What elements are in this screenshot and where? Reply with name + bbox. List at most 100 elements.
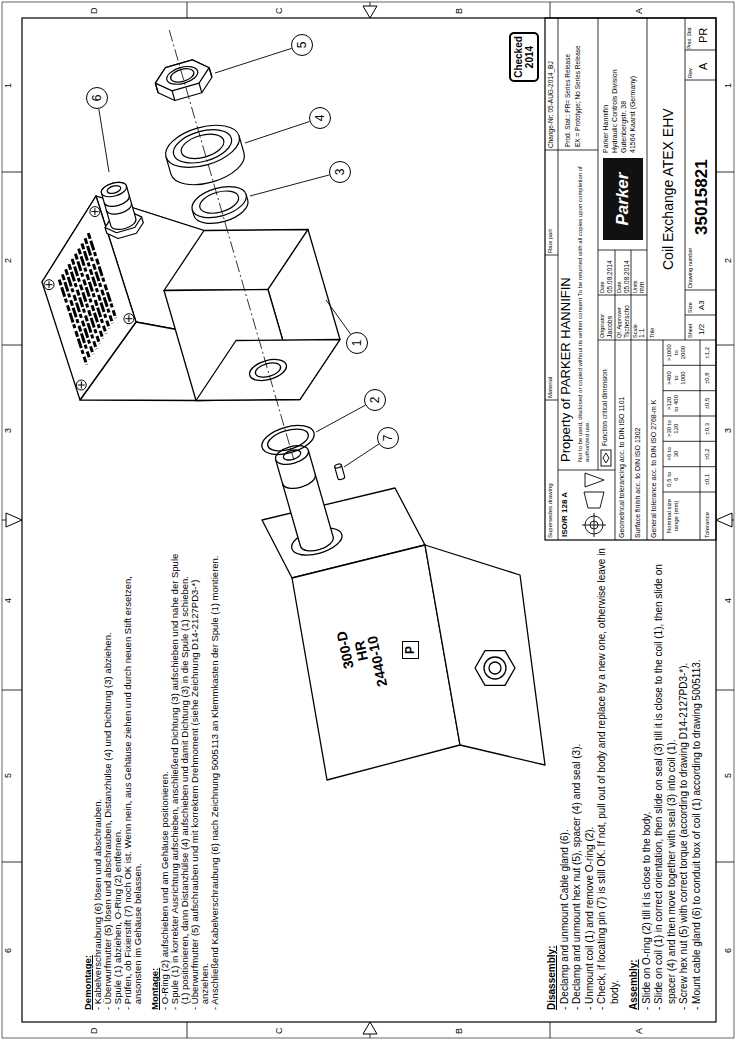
screw	[125, 315, 132, 322]
valve-body	[484, 657, 506, 679]
instruction-step: - Mount cable gland (6) to conduit box o…	[691, 545, 704, 1010]
instruction-step: - Slide on coil (1) in correct orientati…	[653, 545, 678, 1010]
zone-letter: D	[89, 8, 99, 15]
cable-gland	[106, 184, 121, 195]
title-block-value: 1:1	[638, 328, 646, 338]
title-block-line	[545, 18, 716, 540]
spacer	[161, 118, 245, 175]
locating-pin	[334, 463, 342, 468]
title-block-value: 05.08.2014	[623, 260, 630, 293]
title-block-caption: Drawing number	[687, 248, 693, 288]
drawing-frame	[6, 513, 22, 527]
projection-symbol	[582, 492, 606, 537]
drawing-title: Coil Exchange ATEX EHV	[660, 108, 676, 270]
instruction-step: - Slide on O-ring (2) till it is close t…	[641, 545, 654, 1010]
coil	[247, 356, 289, 385]
company-address: Hydraulic Controls Division	[611, 69, 619, 153]
zone-number: 4	[723, 598, 733, 603]
title-block-caption: Qf. Approver	[616, 307, 622, 338]
node-text: P	[403, 646, 417, 654]
change-number: Change-Nr: 05-AUG-2014_BJ	[547, 61, 554, 148]
armature-tube	[283, 474, 318, 492]
title-block-caption: Units	[632, 280, 638, 293]
node-text: 7	[382, 435, 394, 442]
title-block-value: Jacobs	[606, 316, 614, 338]
callout-number: 6	[86, 87, 108, 109]
screw	[124, 314, 134, 324]
instruction-step: - Check, if locating pin (7) is still OK…	[596, 545, 621, 1010]
leader-line	[99, 48, 379, 467]
callout-number: 2	[364, 389, 386, 411]
legal-notice: Not to be used, disclosed or copied with…	[577, 157, 591, 462]
zone-number: 1	[723, 83, 733, 88]
table-cell: >400 to 1000	[666, 369, 687, 387]
title-block-value: A3	[697, 300, 706, 310]
zone-number: 5	[3, 773, 13, 778]
title-block-caption: Title	[649, 328, 655, 338]
check-stamp: Checked 2014	[509, 32, 539, 82]
drawing-frame	[22, 18, 716, 1022]
zone-number: 1	[3, 83, 13, 88]
standard-note: Surface finish acc. to DIN ISO 1302	[634, 428, 642, 539]
seal	[197, 187, 241, 217]
table-cell: ±1,2	[704, 340, 711, 365]
logo-band	[603, 158, 643, 240]
table-cell: >120 to 400	[666, 394, 680, 412]
zone-letter: C	[274, 8, 284, 15]
coil	[247, 356, 289, 385]
instruction-step: - Überwurfmutter (5) lösen und abschraub…	[103, 540, 113, 1010]
company-address: 41564 Kaarst (Germany)	[629, 76, 637, 153]
standard-reference: ISO/R 128 A	[560, 492, 569, 537]
title-block-caption: Sheet	[687, 324, 693, 338]
title-block-value: PR	[697, 28, 710, 43]
zone-letter: D	[89, 1028, 99, 1035]
instruction-heading: Montage:	[150, 540, 160, 1010]
title-block-caption: Material	[547, 377, 554, 398]
leader-line	[326, 300, 351, 334]
screw	[90, 207, 100, 217]
locating-pin	[334, 463, 345, 480]
hex-nut	[152, 56, 215, 104]
instruction-step: - Spule (1) abziehen, O-Ring (2) entfern…	[113, 540, 123, 1010]
callout-number: 1	[346, 332, 368, 354]
node-text: 1	[351, 340, 363, 347]
table-cell: Nominal size range (mm)	[666, 494, 680, 538]
function-critical-symbol	[601, 450, 611, 466]
table-cell: ±0,1	[704, 467, 711, 492]
table-cell: ±0,8	[704, 366, 711, 391]
leader-line	[250, 175, 329, 196]
zone-number: 2	[723, 258, 733, 263]
title-block-caption: Rev	[687, 68, 693, 78]
zone-letter: B	[454, 1028, 464, 1034]
spacer	[161, 118, 249, 193]
callout-number: 4	[309, 107, 331, 129]
title-block-caption: Function critical dimension	[601, 342, 608, 446]
instruction-block: Disassembly:- Declamp and unmount Cable …	[546, 545, 703, 1010]
instruction-step: - Kabelverschraubung (6) lösen und absch…	[93, 540, 103, 1010]
zone-letter: A	[634, 1028, 644, 1034]
cable-gland	[100, 180, 129, 200]
company-address: Gutenbergstr. 38	[620, 101, 628, 153]
title-block-caption: Scale	[632, 324, 638, 338]
terminal-box-label-plate	[59, 233, 115, 365]
title-block-caption: Supersedes drawing	[547, 483, 554, 538]
zone-letter: C	[274, 1028, 284, 1035]
cable-gland	[100, 180, 138, 232]
armature-tube	[265, 440, 345, 561]
callout-number: 3	[329, 161, 351, 183]
body-marking: 2440-10	[364, 635, 390, 689]
title-block-value: 05.08.2014	[606, 260, 613, 293]
tolerance-symbol	[585, 473, 586, 487]
company-logo: Parker	[613, 173, 633, 226]
instruction-step: - Anschließend Kabelverschraubung (6) na…	[210, 540, 220, 1010]
table-cell: >6 to 30	[666, 445, 680, 463]
instruction-block: Demontage:- Kabelverschraubung (6) lösen…	[83, 540, 220, 1010]
leader-line	[99, 109, 109, 172]
port-marking: P	[402, 641, 419, 659]
screw	[78, 382, 85, 389]
function-critical-symbol	[601, 450, 611, 466]
tolerance-symbol	[585, 473, 604, 487]
leader-line	[245, 122, 310, 144]
